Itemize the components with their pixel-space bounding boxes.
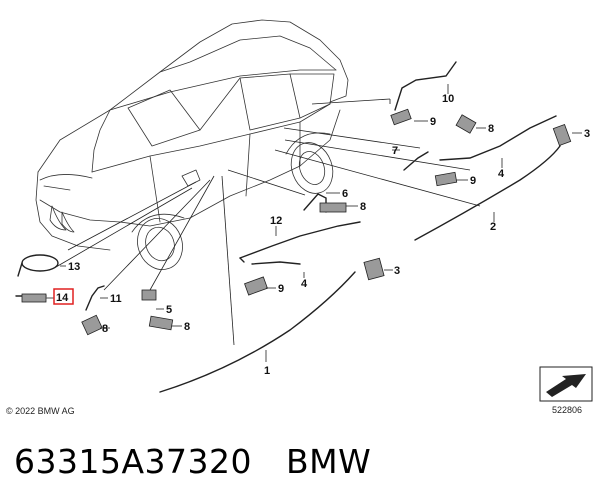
copyright-text: © 2022 BMW AG (6, 406, 75, 416)
diagram-reference-number: 522806 (552, 405, 583, 415)
parts (15, 61, 561, 393)
callout-11: 11 (110, 293, 122, 305)
view-direction-icon (539, 366, 593, 402)
callout-14: 14 (56, 292, 69, 304)
callout-12: 12 (270, 215, 282, 227)
parts-diagram: 1 2 3 3 4 4 5 6 7 8 8 8 8 9 9 9 10 11 12… (15, 19, 593, 402)
callout-7: 7 (392, 145, 398, 157)
callout-9-b: 9 (470, 175, 476, 187)
brand-name: BMW (286, 442, 372, 481)
callout-14-highlight-box (53, 288, 74, 305)
callout-9-c: 9 (278, 283, 284, 295)
callout-3-upper: 3 (584, 128, 590, 140)
part-caption: 63315A37320 BMW (14, 442, 371, 481)
sensor-shapes (21, 108, 572, 336)
callout-4-lower: 4 (301, 278, 308, 290)
callout-5: 5 (166, 304, 172, 316)
callout-1: 1 (264, 365, 270, 377)
callout-8-c: 8 (184, 321, 190, 333)
callout-13: 13 (68, 261, 80, 273)
callout-2: 2 (490, 221, 496, 233)
callout-6: 6 (342, 188, 348, 200)
callout-numbers: 1 2 3 3 4 4 5 6 7 8 8 8 8 9 9 9 10 11 12… (53, 93, 590, 377)
callout-8-d: 8 (102, 323, 108, 335)
leader-lines (55, 98, 481, 346)
part-number: 63315A37320 (14, 442, 253, 481)
callout-leaders (46, 84, 582, 362)
callout-10: 10 (442, 93, 454, 105)
callout-3-lower: 3 (394, 265, 400, 277)
car-outline (35, 19, 349, 270)
callout-9-a: 9 (430, 116, 436, 128)
callout-8-b: 8 (360, 201, 366, 213)
callout-8-a: 8 (488, 123, 494, 135)
callout-4-upper: 4 (498, 168, 505, 180)
